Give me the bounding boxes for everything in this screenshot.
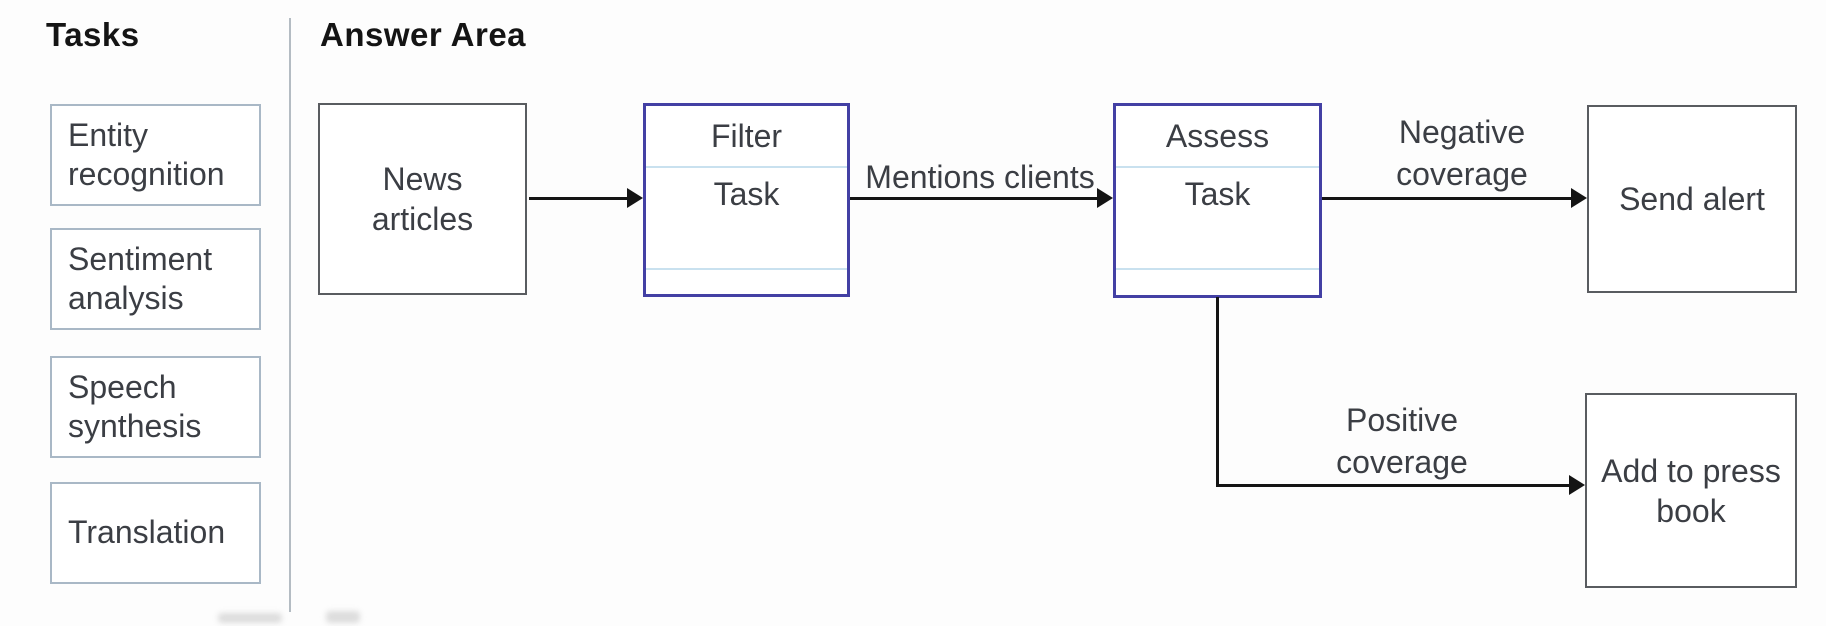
arrowhead-assess-to-send-alert	[1571, 188, 1587, 208]
arrowhead-news-to-filter	[627, 188, 643, 208]
node-label: Send alert	[1619, 181, 1765, 217]
edge-label-negative-coverage: Negative coverage	[1396, 114, 1528, 192]
task-item-label: Speech synthesis	[68, 368, 202, 444]
tasks-panel-title: Tasks	[46, 16, 140, 53]
slot-divider	[646, 268, 847, 270]
task-item-translation[interactable]: Translation	[50, 482, 261, 584]
node-news-articles: News articles	[318, 103, 527, 295]
panel-divider	[289, 18, 291, 612]
arrowhead-filter-to-assess	[1097, 188, 1113, 208]
answer-area-title: Answer Area	[320, 16, 527, 53]
task-item-speech-synthesis[interactable]: Speech synthesis	[50, 356, 261, 458]
node-send-alert: Send alert	[1587, 105, 1797, 293]
task-item-entity-recognition[interactable]: Entity recognition	[50, 104, 261, 206]
drop-zone-assess-task[interactable]: Assess Task	[1113, 103, 1322, 298]
drop-zone-title: Assess	[1165, 117, 1270, 154]
edge-label-positive-coverage: Positive coverage	[1336, 402, 1468, 480]
node-label: News articles	[371, 161, 474, 237]
edge-assess-to-send-alert	[1322, 197, 1571, 200]
cropped-content-artifact	[218, 613, 282, 623]
node-add-to-press-book: Add to press book	[1585, 393, 1797, 588]
task-item-label: Translation	[68, 514, 226, 551]
slot-divider	[1116, 166, 1319, 168]
edge-assess-to-press-book	[1216, 484, 1571, 487]
drop-slot-filter[interactable]: Task	[713, 176, 780, 212]
drop-zone-title: Filter	[710, 117, 783, 154]
edge-assess-down-segment	[1216, 297, 1219, 486]
task-item-label: Sentiment analysis	[68, 240, 213, 316]
slot-divider	[646, 166, 847, 168]
edge-news-to-filter	[529, 197, 629, 200]
task-item-label: Entity recognition	[68, 116, 225, 192]
drop-zone-footer	[1116, 270, 1319, 295]
arrowhead-assess-to-press-book	[1569, 475, 1585, 495]
edge-label-mentions-clients: Mentions clients	[865, 159, 1095, 195]
cropped-content-artifact	[326, 611, 360, 623]
task-item-sentiment-analysis[interactable]: Sentiment analysis	[50, 228, 261, 330]
drop-slot-assess[interactable]: Task	[1184, 176, 1251, 212]
edge-filter-to-assess	[850, 197, 1097, 200]
slot-divider	[1116, 268, 1319, 270]
node-label: Add to press book	[1601, 452, 1781, 529]
drop-zone-filter-task[interactable]: Filter Task	[643, 103, 850, 297]
drop-zone-footer	[646, 270, 847, 294]
